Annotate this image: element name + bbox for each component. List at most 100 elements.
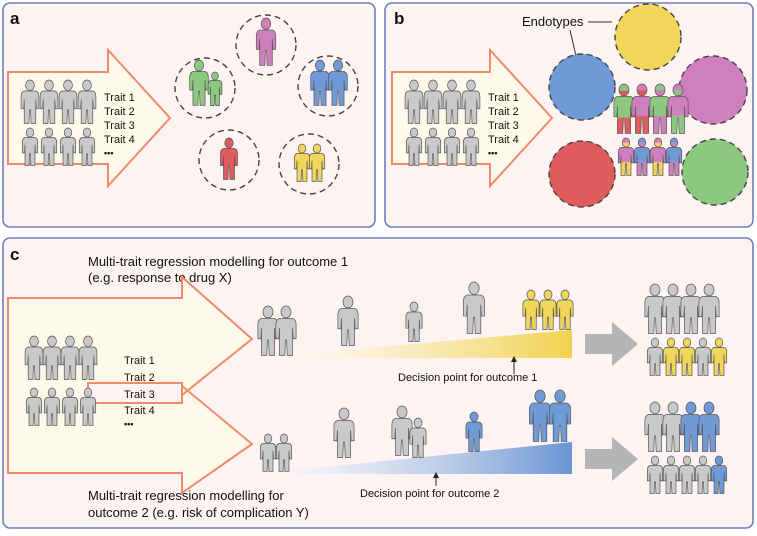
outcome2-result-arrow: [585, 437, 638, 481]
endotype-circle-yellow: [614, 3, 682, 71]
endotype-circle-pink: [678, 55, 748, 125]
panel-b-population: [404, 79, 481, 166]
mixed-endotype-person-icon: [633, 137, 651, 176]
endotypes-pointer: [569, 29, 577, 57]
outcome1-result-person-icon: [644, 283, 666, 334]
endotype-circle-red: [548, 140, 616, 208]
outcome2-title-line2: outcome 2 (e.g. risk of complication Y): [88, 505, 309, 520]
population-person-icon: [59, 127, 77, 166]
population-person-icon: [40, 127, 58, 166]
cluster-circle-pink: [235, 14, 297, 76]
outcome1-person-icon: [556, 289, 574, 330]
population-person-icon: [443, 127, 461, 166]
panel-a-trait-4: Trait 4: [104, 134, 135, 146]
outcome2-person-icon: [549, 389, 571, 442]
panel-c-trait-3: Trait 3: [124, 389, 155, 401]
outcome2-result-person-icon: [698, 401, 720, 452]
outcome2-person-icon: [409, 417, 427, 458]
panel-c-ellipsis: •••: [124, 419, 133, 429]
panel-a-frame: [2, 2, 376, 228]
population-person-icon: [25, 387, 43, 426]
panel-c-trait-4: Trait 4: [124, 405, 155, 417]
panel-c: c Multi-trait regression modelling for o…: [2, 237, 754, 529]
panel-c-population: [24, 335, 98, 426]
cluster-person-icon: [310, 59, 330, 106]
outcome1-person-icon: [539, 289, 557, 330]
panel-a-letter: a: [10, 9, 20, 28]
outcome2-result-person-icon: [662, 401, 684, 452]
decision2-label: Decision point for outcome 2: [360, 488, 499, 500]
outcome1-wedge: [254, 330, 572, 358]
panel-a: a Trait 1 Trait 2 Trait 3 Trait 4 •••: [2, 2, 376, 228]
outcome1-person-icon: [275, 305, 297, 356]
cluster-circle-green: [174, 57, 236, 119]
panel-a-ellipsis: •••: [104, 148, 113, 158]
population-person-icon: [423, 79, 443, 124]
population-person-icon: [79, 387, 97, 426]
population-person-icon: [24, 335, 44, 380]
panel-b-trait-1: Trait 1: [488, 92, 519, 104]
outcome2-person-icon: [333, 407, 355, 458]
outcome1-person-icon: [522, 289, 540, 330]
population-person-icon: [404, 79, 424, 124]
outcome2-result-person-icon: [694, 455, 712, 494]
mixed-endotype-person-icon: [617, 137, 635, 176]
outcome1-person-icon: [405, 301, 423, 342]
outcome1-title-line1: Multi-trait regression modelling for out…: [88, 254, 348, 269]
mixed-endotype-person-icon: [649, 137, 667, 176]
outcome2-result-person-icon: [678, 455, 696, 494]
cluster-person-icon: [220, 137, 238, 180]
cluster-circle-red: [198, 129, 260, 191]
outcome2-title-line1: Multi-trait regression modelling for: [88, 488, 284, 503]
population-person-icon: [77, 79, 97, 124]
cluster-person-icon: [308, 143, 326, 182]
mixed-endotype-person-icon: [613, 83, 635, 134]
decision1-arrowhead: [511, 356, 517, 362]
population-person-icon: [21, 127, 39, 166]
outcome1-result-person-icon: [662, 337, 680, 376]
panel-c-trait-1: Trait 1: [124, 355, 155, 367]
decision2-arrowhead: [433, 472, 439, 478]
outcome1-result-arrow: [585, 322, 638, 366]
panel-b: b Trait 1 Trait 2 Trait 3 Trait 4 ••• En…: [384, 2, 754, 228]
endotype-circle-green: [681, 138, 749, 206]
endotype-circle-blue: [548, 53, 616, 121]
panel-b-trait-2: Trait 2: [488, 106, 519, 118]
cluster-person-icon: [255, 17, 277, 66]
cluster-person-icon: [293, 143, 311, 182]
outcome1-result-person-icon: [662, 283, 684, 334]
outcome2-person-icon: [529, 389, 551, 442]
population-person-icon: [461, 79, 481, 124]
cluster-circle-yellow: [278, 133, 340, 195]
panel-a-trait-1: Trait 1: [104, 92, 135, 104]
decision1-label: Decision point for outcome 1: [398, 372, 537, 384]
panel-b-letter: b: [394, 9, 404, 28]
population-person-icon: [58, 79, 78, 124]
panel-a-clusters: [174, 14, 359, 195]
population-person-icon: [42, 335, 62, 380]
mixed-endotype-person-icon: [631, 83, 653, 134]
population-person-icon: [43, 387, 61, 426]
population-person-icon: [405, 127, 423, 166]
cluster-person-icon: [207, 71, 223, 106]
outcome2-person-icon: [259, 433, 277, 472]
outcome2-wedge: [254, 442, 572, 474]
population-person-icon: [78, 335, 98, 380]
mixed-endotype-person-icon: [649, 83, 671, 134]
panel-a-population: [20, 79, 97, 166]
mixed-endotype-person-icon: [665, 137, 683, 176]
cluster-person-icon: [328, 59, 348, 106]
population-person-icon: [20, 79, 40, 124]
outcome2-person-icon: [275, 433, 293, 472]
outcome2-result-person-icon: [662, 455, 680, 494]
outcome1-result-person-icon: [646, 337, 664, 376]
outcome1-result-person-icon: [694, 337, 712, 376]
outcome1-result-person-icon: [698, 283, 720, 334]
outcome1-person-icon: [337, 295, 359, 346]
outcome2-person-icon: [465, 411, 483, 452]
panel-b-trait-4: Trait 4: [488, 134, 519, 146]
population-person-icon: [78, 127, 96, 166]
panel-a-trait-3: Trait 3: [104, 120, 135, 132]
